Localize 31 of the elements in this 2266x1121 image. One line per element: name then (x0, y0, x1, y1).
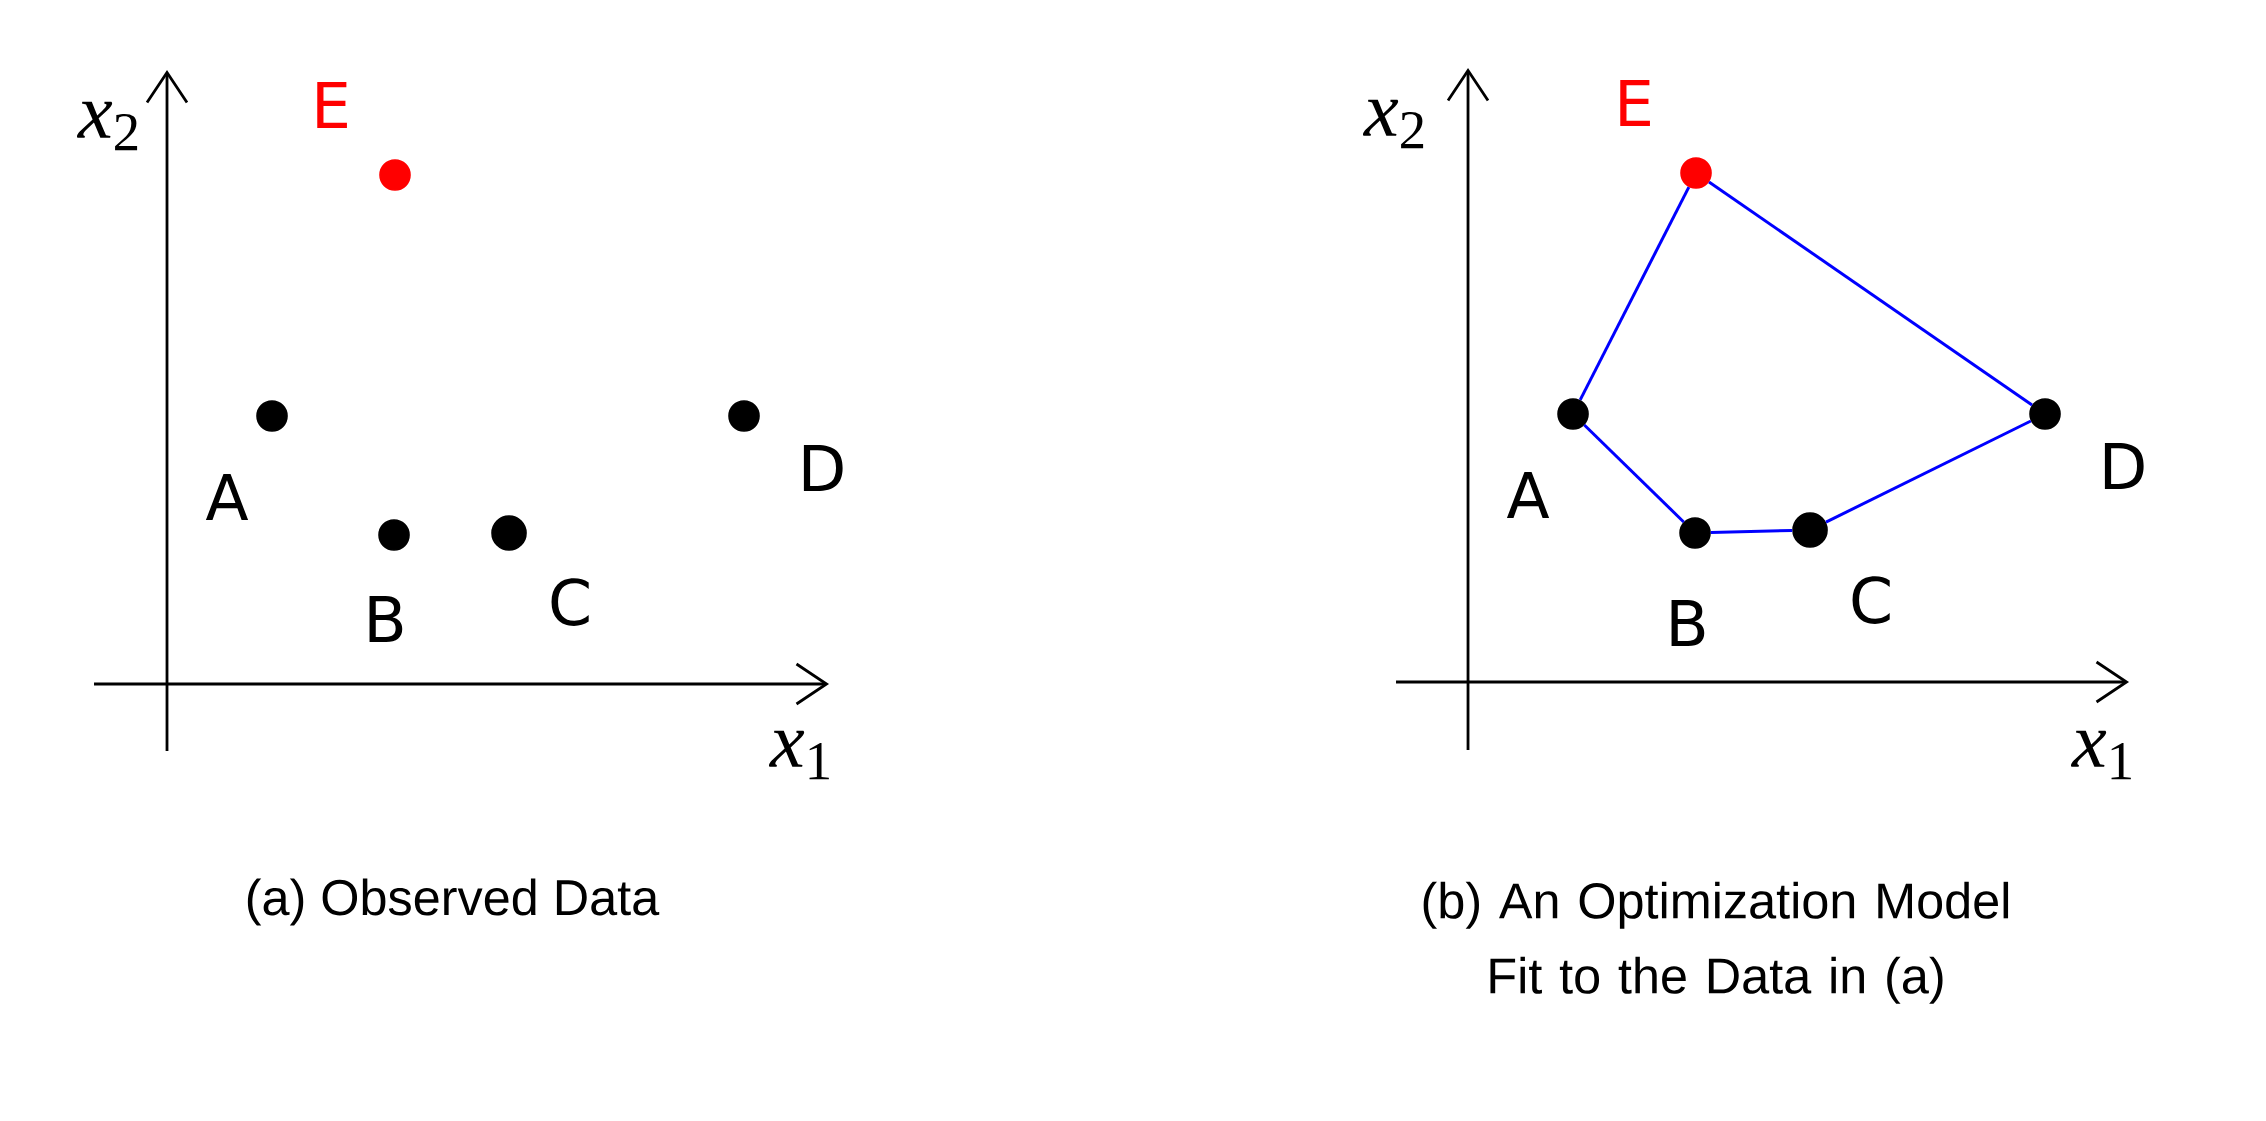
axis-label: x$_{1}$ (2070, 730, 2131, 780)
point-label: B (1671, 600, 1705, 647)
boundary-line (1583, 423, 1685, 524)
point-label: E (317, 82, 347, 129)
data-point (728, 400, 760, 432)
point-label: D (803, 445, 843, 492)
boundary-line (1710, 528, 1793, 535)
data-point (1792, 512, 1828, 548)
data-point (1557, 398, 1589, 430)
point-label: A (1506, 472, 1550, 519)
data-point (1680, 157, 1712, 189)
point-label: B (369, 596, 403, 643)
point-label: C (551, 578, 589, 626)
point-label: E (1620, 80, 1650, 127)
point-label: A (205, 474, 249, 521)
data-point (378, 519, 410, 551)
data-point (1679, 517, 1711, 549)
data-point (256, 400, 288, 432)
axis-label: x$_{1}$ (768, 730, 829, 780)
data-point (379, 159, 411, 191)
data-point (491, 515, 527, 551)
boundary-line (1578, 186, 1691, 401)
data-point (2029, 398, 2061, 430)
point-label: C (1852, 576, 1890, 624)
point-label: D (2104, 443, 2144, 490)
axis-label: x$_{2}$ (76, 101, 138, 151)
axis-label: x$_{2}$ (1362, 99, 1424, 149)
subfigure-caption: (b) An Optimization Model Fit to the Data in (a) (1423, 881, 2009, 1004)
boundary-line (1825, 419, 2032, 524)
boundary-line (1708, 180, 2033, 407)
subfigure-caption: (a) Observed Data (247, 878, 660, 926)
